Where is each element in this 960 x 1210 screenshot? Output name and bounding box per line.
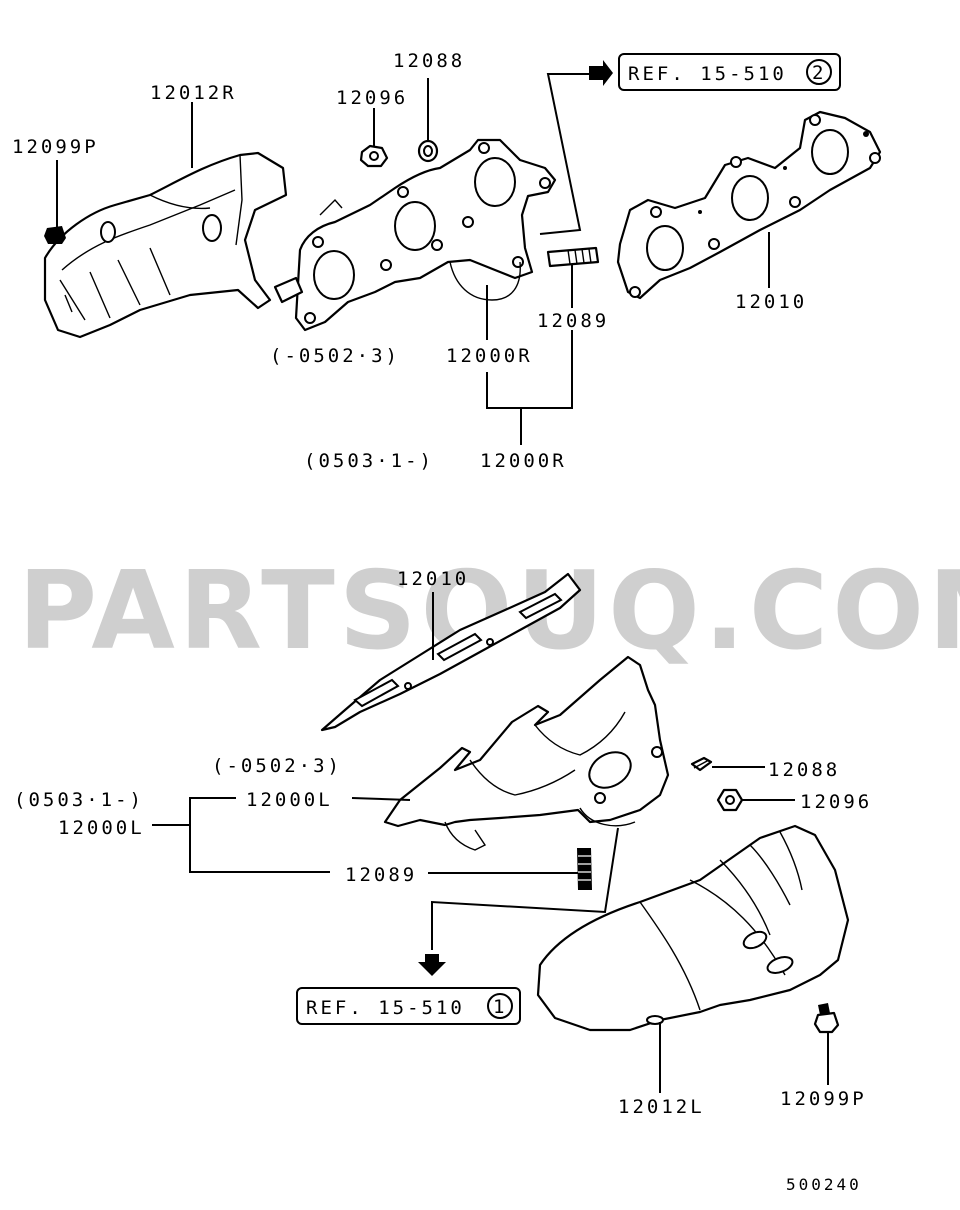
bolt-lower[interactable] bbox=[813, 1003, 840, 1034]
label-stud-lower[interactable]: 12089 bbox=[345, 864, 417, 886]
washer-upper[interactable] bbox=[417, 139, 439, 163]
washer-lower[interactable] bbox=[690, 756, 713, 772]
reference-circle-upper: 2 bbox=[812, 62, 823, 84]
stud-lower[interactable] bbox=[577, 848, 592, 890]
reference-text-upper: REF. 15-510 bbox=[628, 63, 787, 85]
nut-lower[interactable] bbox=[716, 788, 744, 812]
exhaust-manifold-left[interactable] bbox=[383, 655, 670, 851]
reference-circle-lower: 1 bbox=[493, 996, 504, 1018]
label-bolt-lower[interactable]: 12099P bbox=[780, 1088, 867, 1110]
diagram-code: 500240 bbox=[786, 1175, 862, 1194]
label-heat-protector-left[interactable]: 12012L bbox=[618, 1096, 705, 1118]
reference-box-lower[interactable]: REF. 15-510 1 bbox=[296, 987, 521, 1025]
exhaust-manifold-right[interactable] bbox=[273, 138, 557, 332]
label-bolt-upper[interactable]: 12099P bbox=[12, 136, 99, 158]
label-manifold-late-lower[interactable]: 12000L bbox=[58, 817, 145, 839]
label-gasket-upper[interactable]: 12010 bbox=[735, 291, 807, 313]
stud-upper[interactable] bbox=[546, 246, 600, 268]
label-washer-upper[interactable]: 12088 bbox=[393, 50, 465, 72]
label-manifold-early-range-upper: (-0502·3) bbox=[270, 345, 400, 367]
watermark-text: PARTSOUQ.COM bbox=[18, 549, 960, 674]
label-manifold-late-range-upper: (0503·1-) bbox=[304, 450, 434, 472]
label-manifold-early-lower[interactable]: 12000L bbox=[246, 789, 333, 811]
leader-lines-upper bbox=[56, 60, 770, 445]
bolt-upper[interactable] bbox=[44, 226, 66, 244]
gasket-left[interactable] bbox=[320, 572, 582, 732]
label-manifold-early-range-lower: (-0502·3) bbox=[212, 755, 342, 777]
leader-lines-lower bbox=[152, 592, 829, 1093]
gasket-right[interactable] bbox=[616, 110, 882, 300]
heat-protector-left[interactable] bbox=[536, 824, 850, 1032]
label-manifold-late-upper[interactable]: 12000R bbox=[480, 450, 567, 472]
heat-protector-right[interactable] bbox=[43, 151, 288, 339]
label-stud-upper[interactable]: 12089 bbox=[537, 310, 609, 332]
label-heat-protector-right[interactable]: 12012R bbox=[150, 82, 237, 104]
nut-upper[interactable] bbox=[359, 144, 389, 168]
reference-text-lower: REF. 15-510 bbox=[306, 997, 465, 1019]
label-washer-lower[interactable]: 12088 bbox=[768, 759, 840, 781]
label-manifold-late-range-lower: (0503·1-) bbox=[14, 789, 144, 811]
label-nut-lower[interactable]: 12096 bbox=[800, 791, 872, 813]
label-nut-upper[interactable]: 12096 bbox=[336, 87, 408, 109]
reference-box-upper[interactable]: REF. 15-510 2 bbox=[618, 53, 841, 91]
label-gasket-lower[interactable]: 12010 bbox=[397, 568, 469, 590]
label-manifold-early-upper[interactable]: 12000R bbox=[446, 345, 533, 367]
